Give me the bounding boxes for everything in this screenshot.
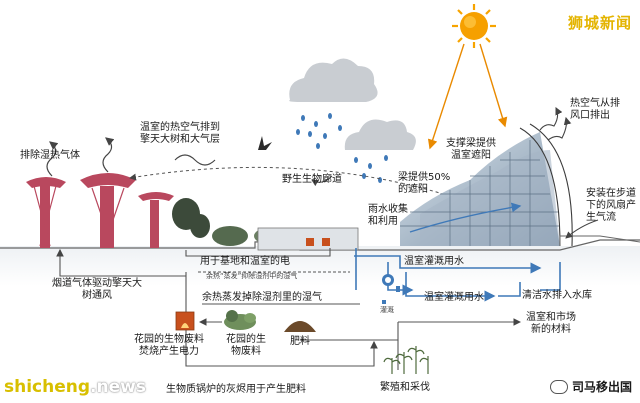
label-waste-heat-note: 余热“蒸发”抑除湿剂中的湿气	[206, 272, 298, 280]
source-account: 司马移出国	[549, 378, 632, 395]
bird-icon	[258, 136, 272, 150]
label-hot-air-vent: 热空气从排 风口排出	[570, 98, 620, 121]
label-evaporate-desiccant: 余热蒸发掉除湿剂里的湿气	[202, 292, 322, 303]
sun-rays	[427, 43, 508, 150]
biomass-boiler-icon	[175, 311, 195, 331]
label-greenhouse-irrigation-1: 温室灌溉用水	[404, 256, 464, 267]
label-flue-gas: 烟道气体驱动擎天大 树通风	[52, 278, 142, 301]
label-biomass-power: 花园的生物废料 焚烧产生电力	[134, 334, 204, 357]
watermark-part2: .news	[90, 377, 146, 397]
watermark: shicheng.news	[4, 377, 146, 397]
supertree-icon-2	[80, 173, 136, 248]
label-clean-water-reservoir: 清洁水排入水库	[522, 290, 592, 301]
brand-logo: 狮城新闻	[567, 14, 632, 32]
label-fans-cool-air: 安装在步道 下的风扇产 生气流	[586, 188, 636, 223]
label-fertilizer: 肥料	[290, 336, 310, 347]
label-new-materials: 温室和市场 新的材料	[526, 312, 576, 335]
power-building-icon	[257, 227, 359, 251]
greenhouse-icon	[400, 123, 640, 247]
label-irrigation-small: 灌溉	[380, 306, 394, 314]
label-greenhouse-irrigation-2: 温室灌溉用水	[424, 292, 484, 303]
label-exhaust-heat: 排除湿热气体	[20, 150, 80, 161]
wechat-icon	[549, 379, 568, 394]
supertree-icon	[26, 177, 66, 248]
seedlings-icon	[383, 346, 429, 374]
label-wildlife-corridor: 野生生物廊道	[282, 174, 342, 185]
label-rainwater: 雨水收集 和利用	[368, 204, 408, 227]
rain-cloud-icon-2	[344, 119, 416, 183]
label-hot-air-to-trees: 温室的热空气排到 擎天大树和大气层	[140, 122, 220, 145]
supertree-icon-3	[138, 192, 174, 248]
fertilizer-pile-icon	[284, 321, 316, 332]
garden-waste-icon	[224, 310, 256, 330]
label-site-power: 用于基地和温室的电	[200, 256, 290, 267]
rain-cloud-icon	[289, 58, 378, 149]
label-garden-waste: 花园的生 物废料	[226, 334, 266, 357]
watermark-part1: shicheng	[4, 377, 91, 397]
label-support-beam-shade: 支撑梁提供 温室遮阳	[446, 138, 496, 161]
sun-icon	[452, 4, 496, 48]
label-beam-50-shade: 梁提供50% 的遮阳	[398, 172, 451, 195]
source-account-name: 司马移出国	[571, 380, 632, 394]
label-ash-fertilizer: 生物质锅炉的灰烬用于产生肥料	[166, 384, 306, 395]
label-breeding: 繁殖和采伐	[380, 382, 430, 393]
